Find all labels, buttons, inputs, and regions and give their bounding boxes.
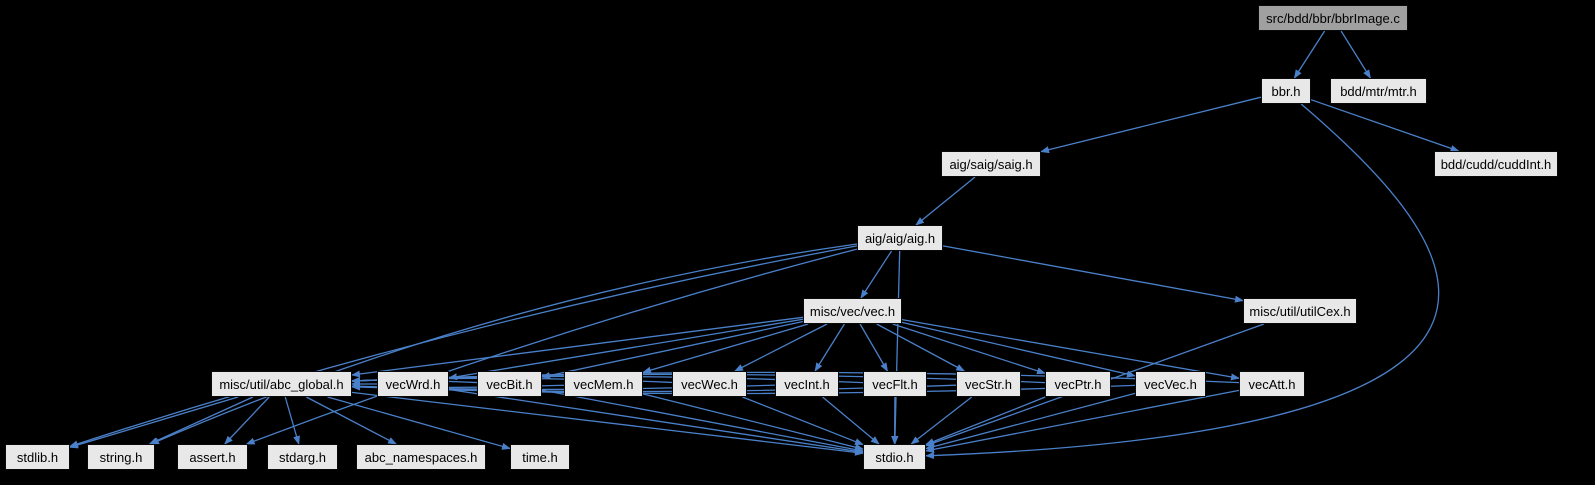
graph-node-time[interactable]: time.h	[510, 444, 570, 470]
edge-vec-to-vecAtt	[901, 318, 1240, 381]
edge-vec-to-vecStr	[876, 323, 966, 372]
edge-abc_global-to-stdio	[351, 391, 864, 456]
graph-node-abc_global[interactable]: misc/util/abc_global.h	[211, 371, 352, 397]
edge-vec-to-abc_global	[351, 316, 804, 378]
edge-vec-to-vecWec	[734, 323, 828, 372]
graph-node-bbrImage[interactable]: src/bdd/bbr/bbrImage.c	[1258, 5, 1408, 31]
graph-node-bbr[interactable]: bbr.h	[1261, 78, 1311, 104]
edge-aig-to-utilCex	[942, 245, 1244, 303]
graph-node-vecStr[interactable]: vecStr.h	[956, 371, 1021, 397]
edge-abc_global-to-string	[148, 396, 254, 445]
edge-abc_global-to-assert	[224, 396, 270, 445]
edge-bbrImage-to-mtr	[1340, 30, 1371, 79]
edge-bbr-to-cuddInt	[1310, 99, 1460, 152]
edge-vecAtt-to-stdio	[925, 389, 1240, 453]
edge-vecMem-to-stdio	[642, 393, 864, 451]
graph-node-vecWrd[interactable]: vecWrd.h	[377, 371, 449, 397]
edge-vec-to-vecVec	[901, 321, 1136, 378]
edge-vec-to-vecBit	[541, 320, 804, 379]
edge-abc_global-to-abc_namespaces	[306, 396, 398, 445]
edge-aig-to-stdio	[891, 250, 901, 445]
graph-node-utilCex[interactable]: misc/util/utilCex.h	[1243, 298, 1357, 324]
graph-node-stdarg[interactable]: stdarg.h	[267, 444, 338, 470]
edge-vecPtr-to-stdio	[925, 396, 1046, 446]
graph-node-vecAtt[interactable]: vecAtt.h	[1239, 371, 1305, 397]
graph-node-string[interactable]: string.h	[87, 444, 155, 470]
edge-vec-to-vecInt	[814, 323, 845, 372]
graph-node-stdio[interactable]: stdio.h	[863, 444, 926, 470]
edge-vec-to-vecPtr	[892, 323, 1046, 375]
graph-node-vecFlt[interactable]: vecFlt.h	[863, 371, 927, 397]
graph-node-vecBit[interactable]: vecBit.h	[477, 371, 542, 397]
graph-node-mtr[interactable]: bdd/mtr/mtr.h	[1330, 78, 1427, 104]
edge-bbrImage-to-bbr	[1293, 30, 1326, 79]
graph-node-assert[interactable]: assert.h	[177, 444, 248, 470]
edge-vecVec-to-stdio	[925, 392, 1136, 451]
graph-node-vecPtr[interactable]: vecPtr.h	[1045, 371, 1111, 397]
graph-node-vecVec[interactable]: vecVec.h	[1135, 371, 1206, 397]
graph-node-vec[interactable]: misc/vec/vec.h	[803, 298, 902, 324]
edge-abc_global-to-stdarg	[284, 396, 300, 445]
graph-node-cuddInt[interactable]: bdd/cudd/cuddInt.h	[1434, 151, 1558, 177]
edge-saig-to-aig	[915, 176, 976, 226]
graph-node-stdlib[interactable]: stdlib.h	[5, 444, 70, 470]
edge-aig-to-assert	[245, 248, 858, 445]
graph-node-vecMem[interactable]: vecMem.h	[564, 371, 643, 397]
edge-vecStr-to-stdio	[910, 396, 973, 445]
edge-vecWec-to-stdio	[742, 396, 864, 446]
edge-abc_global-to-time	[327, 396, 511, 450]
edge-abc_global-to-stdlib	[69, 396, 239, 449]
edge-aig-to-stdlib	[69, 245, 858, 448]
edge-aig-to-string	[150, 243, 858, 445]
edge-vecInt-to-stdio	[822, 396, 880, 445]
graph-node-vecWec[interactable]: vecWec.h	[672, 371, 747, 397]
edge-bbr-to-stdio	[925, 103, 1440, 460]
graph-node-abc_namespaces[interactable]: abc_namespaces.h	[356, 444, 486, 470]
graph-node-saig[interactable]: aig/saig/saig.h	[941, 151, 1041, 177]
edge-vec-to-vecFlt	[859, 323, 888, 372]
edge-aig-to-vec	[860, 250, 893, 299]
edge-vecWrd-to-stdio	[448, 388, 864, 455]
edge-vecBit-to-stdio	[541, 389, 864, 453]
edge-vec-to-vecMem	[642, 323, 809, 374]
graph-node-vecInt[interactable]: vecInt.h	[775, 371, 839, 397]
edge-bbr-to-saig	[1040, 96, 1262, 154]
edge-vec-to-vecWrd	[448, 318, 804, 381]
graph-node-aig[interactable]: aig/aig/aig.h	[857, 225, 943, 251]
